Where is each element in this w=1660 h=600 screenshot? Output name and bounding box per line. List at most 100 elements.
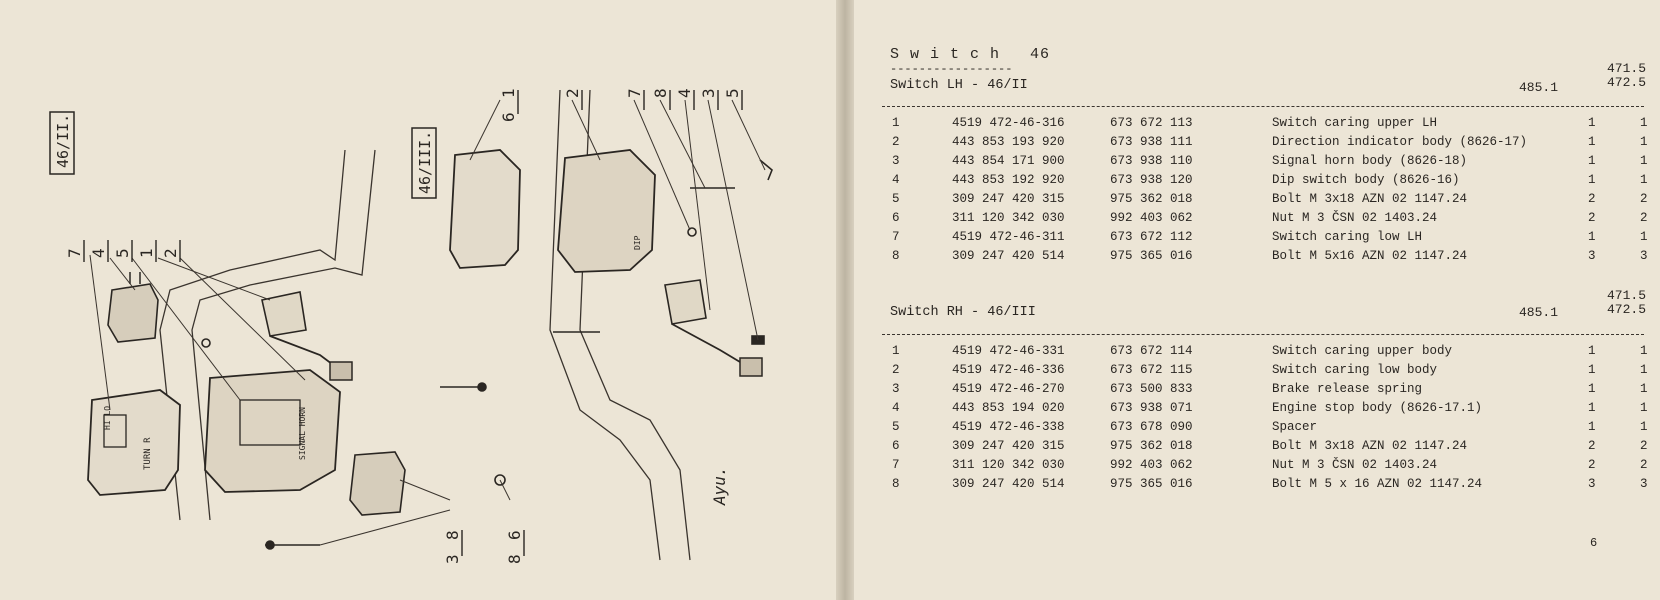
cell-part-a: 443 853 192 920 xyxy=(952,173,1065,187)
cell-desc: Switch caring upper body xyxy=(1272,344,1453,358)
callout-bottom-1-bottom: 8 xyxy=(505,554,524,564)
cell-no: 3 xyxy=(892,154,900,168)
hi-lo-label: HI LO xyxy=(103,406,112,430)
cell-qty-2: 1 xyxy=(1640,173,1648,187)
cell-qty-1: 1 xyxy=(1588,154,1596,168)
cell-qty-1: 1 xyxy=(1588,173,1596,187)
box-label-46-ii-text: 46/II. xyxy=(54,114,72,168)
cell-desc: Dip switch body (8626-16) xyxy=(1272,173,1460,187)
table-row: 4 443 853 194 020 673 938 071 Engine stop b… xyxy=(892,401,1660,420)
cell-qty-2: 3 xyxy=(1640,249,1648,263)
cell-part-b: 673 938 111 xyxy=(1110,135,1193,149)
cell-part-b: 975 362 018 xyxy=(1110,439,1193,453)
book-gutter xyxy=(836,0,854,600)
cell-part-a: 443 854 171 900 xyxy=(952,154,1065,168)
cell-qty-1: 1 xyxy=(1588,420,1596,434)
cell-qty-2: 2 xyxy=(1640,211,1648,225)
cell-part-b: 673 938 120 xyxy=(1110,173,1193,187)
callout-stack-bottom: 8 3 6 8 xyxy=(443,530,525,564)
callout-bottom-0-bottom: 3 xyxy=(443,554,462,564)
cell-desc: Bolt M 5 x 16 AZN 02 1147.24 xyxy=(1272,477,1483,491)
page-number: 6 xyxy=(1590,536,1598,550)
cell-qty-1: 1 xyxy=(1588,344,1596,358)
callout-left-4: 2 xyxy=(161,248,180,258)
cell-qty-1: 2 xyxy=(1588,458,1596,472)
cell-no: 2 xyxy=(892,135,900,149)
cell-part-b: 673 672 114 xyxy=(1110,344,1193,358)
cell-qty-1: 1 xyxy=(1588,382,1596,396)
callout-stack-top: 1 6 2 7 8 4 3 5 xyxy=(499,88,743,122)
table-row: 1 4519 472-46-331 673 672 114 Switch caring… xyxy=(892,344,1660,363)
cell-qty-1: 1 xyxy=(1588,116,1596,130)
callout-left-3: 1 xyxy=(137,248,156,258)
cell-part-b: 673 672 115 xyxy=(1110,363,1193,377)
cell-qty-2: 1 xyxy=(1640,230,1648,244)
cell-qty-1: 2 xyxy=(1588,211,1596,225)
section-lh-ref-right: 471.5 472.5 xyxy=(1600,62,1646,90)
cell-qty-2: 1 xyxy=(1640,344,1648,358)
cell-part-a: 443 853 194 020 xyxy=(952,401,1065,415)
cell-no: 2 xyxy=(892,363,900,377)
cell-part-a: 4519 472-46-331 xyxy=(952,344,1065,358)
section-rh-rule xyxy=(882,334,1644,335)
section-rh-ref-right: 471.5 472.5 xyxy=(1600,289,1646,317)
cell-part-a: 309 247 420 514 xyxy=(952,477,1065,491)
cell-desc: Switch caring upper LH xyxy=(1272,116,1438,130)
callout-top-2: 7 xyxy=(625,88,644,98)
dip-switch-block xyxy=(107,272,159,343)
cell-qty-1: 1 xyxy=(1588,135,1596,149)
callout-top-6: 5 xyxy=(723,88,742,98)
callout-left-1: 4 xyxy=(89,248,108,258)
cell-no: 4 xyxy=(892,401,900,415)
callout-bottom-1-top: 6 xyxy=(505,530,524,540)
cell-part-a: 309 247 420 315 xyxy=(952,192,1065,206)
cell-desc: Engine stop body (8626-17.1) xyxy=(1272,401,1483,415)
callout-left-0: 7 xyxy=(65,248,84,258)
cell-no: 3 xyxy=(892,382,900,396)
cell-part-a: 309 247 420 315 xyxy=(952,439,1065,453)
cell-qty-2: 1 xyxy=(1640,420,1648,434)
section-lh-ref-top: 471.5 xyxy=(1606,61,1646,76)
callout-top-0-bottom: 6 xyxy=(499,112,518,122)
section-title-lh: Switch LH - 46/II xyxy=(890,78,1028,93)
cell-part-b: 673 938 071 xyxy=(1110,401,1193,415)
direction-indicator-block xyxy=(349,451,406,516)
cell-desc: Nut M 3 ČSN 02 1403.24 xyxy=(1272,458,1438,472)
cell-qty-2: 2 xyxy=(1640,192,1648,206)
title-underline: ----------------- xyxy=(890,62,1013,76)
section-title-rh: Switch RH - 46/III xyxy=(890,305,1036,320)
cell-part-a: 443 853 193 920 xyxy=(952,135,1065,149)
cell-qty-2: 1 xyxy=(1640,382,1648,396)
lever-rh xyxy=(664,279,763,377)
callout-top-3: 8 xyxy=(651,88,670,98)
box-label-46-iii-text: 46/III. xyxy=(416,131,434,194)
cell-part-b: 975 362 018 xyxy=(1110,192,1193,206)
cell-part-b: 673 672 112 xyxy=(1110,230,1193,244)
section-rh-ref-left: 485.1 xyxy=(1519,305,1559,320)
section-rh-ref-top: 471.5 xyxy=(1606,288,1646,303)
cell-no: 8 xyxy=(892,249,900,263)
section-lh-ref-left: 485.1 xyxy=(1519,80,1559,95)
cell-desc: Switch caring low body xyxy=(1272,363,1438,377)
cell-part-a: 4519 472-46-270 xyxy=(952,382,1065,396)
cell-part-a: 309 247 420 514 xyxy=(952,249,1065,263)
cell-desc: Bolt M 3x18 AZN 02 1147.24 xyxy=(1272,439,1468,453)
handlebar-outline xyxy=(159,89,691,561)
cell-qty-1: 2 xyxy=(1588,192,1596,206)
cell-qty-2: 1 xyxy=(1640,135,1648,149)
cell-desc: Bolt M 3x18 AZN 02 1147.24 xyxy=(1272,192,1468,206)
cell-desc: Nut M 3 ČSN 02 1403.24 xyxy=(1272,211,1438,225)
cell-no: 4 xyxy=(892,173,900,187)
cell-desc: Bolt M 5x16 AZN 02 1147.24 xyxy=(1272,249,1468,263)
lever-lh xyxy=(261,291,353,381)
cell-part-a: 311 120 342 030 xyxy=(952,211,1065,225)
cell-desc: Direction indicator body (8626-17) xyxy=(1272,135,1528,149)
cell-part-b: 992 403 062 xyxy=(1110,458,1193,472)
cell-part-a: 4519 472-46-338 xyxy=(952,420,1065,434)
